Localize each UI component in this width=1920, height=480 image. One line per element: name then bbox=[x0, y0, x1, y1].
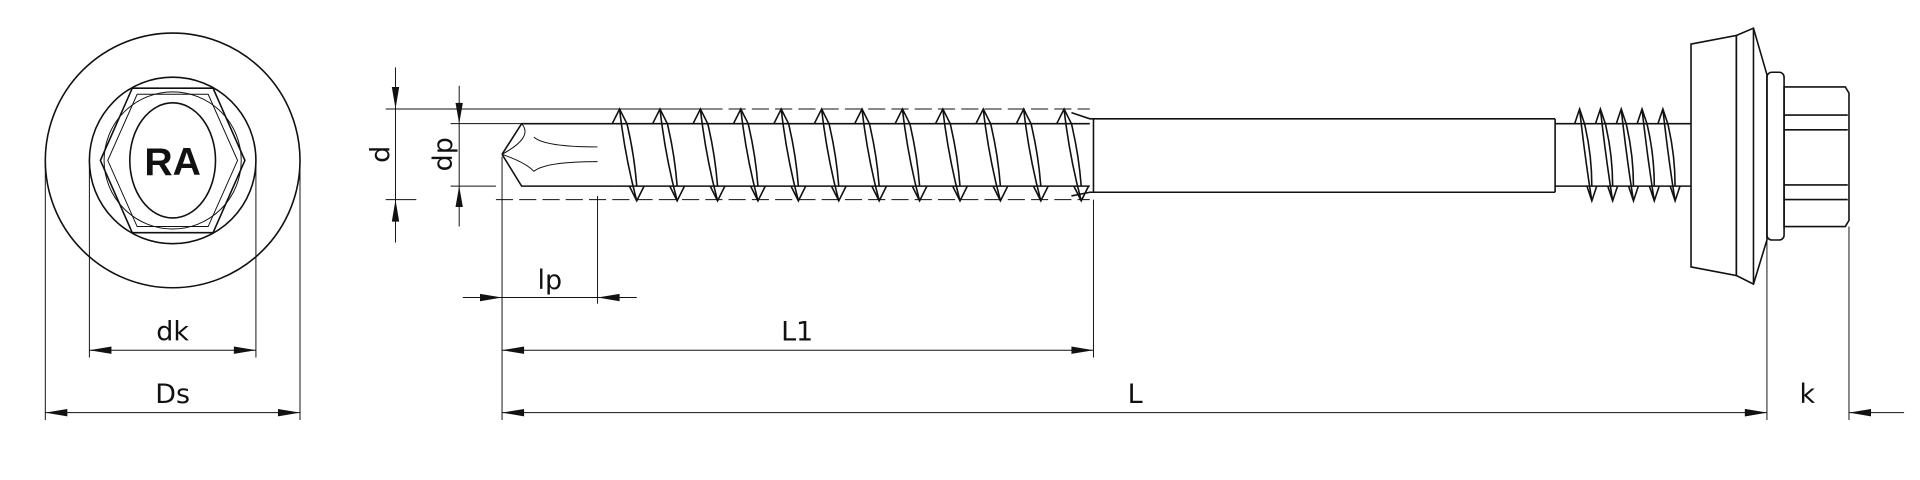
thread-crest bbox=[853, 107, 888, 203]
thread-crest bbox=[773, 107, 807, 203]
thread-crest bbox=[692, 107, 726, 203]
thread-crest bbox=[813, 107, 847, 203]
head-top-circle bbox=[129, 102, 217, 219]
thread-crest bbox=[1573, 106, 1598, 204]
hex-bearing-circle bbox=[103, 91, 242, 230]
lp-label: lp bbox=[538, 265, 563, 296]
thread-crest bbox=[732, 107, 767, 203]
k-label: k bbox=[1800, 379, 1816, 410]
tip-threads bbox=[611, 107, 1090, 203]
thread-crest bbox=[894, 107, 928, 203]
thread-crest bbox=[1056, 107, 1090, 203]
thread-crest bbox=[934, 107, 969, 203]
thread-crest bbox=[975, 107, 1009, 203]
hex-outline bbox=[99, 87, 246, 234]
d-label: d bbox=[365, 146, 396, 163]
head-threads bbox=[1573, 106, 1681, 204]
thread-crest bbox=[611, 107, 645, 203]
top-view: RA dk Ds bbox=[44, 32, 301, 420]
thread-crest bbox=[651, 107, 686, 203]
thread-crest bbox=[1615, 106, 1640, 204]
washer-seal bbox=[1690, 34, 1738, 277]
l1-label: L1 bbox=[781, 316, 813, 347]
shank bbox=[1071, 111, 1556, 197]
dp-label: dp bbox=[428, 137, 459, 171]
head-marking: RA bbox=[144, 141, 201, 184]
thread-crest bbox=[1636, 106, 1660, 204]
thread-crest bbox=[1594, 106, 1619, 204]
head-flange bbox=[1766, 71, 1785, 241]
dk-label: dk bbox=[156, 316, 189, 347]
drill-point bbox=[501, 122, 616, 187]
hex-head bbox=[1783, 86, 1850, 228]
l-label: L bbox=[1128, 379, 1143, 410]
thread-crest bbox=[1015, 107, 1049, 203]
side-view: d dp lp L1 L k bbox=[365, 27, 1905, 420]
hex-inner bbox=[107, 93, 239, 228]
thread-crest bbox=[1657, 106, 1681, 204]
washer-metal bbox=[1735, 27, 1768, 286]
ds-label: Ds bbox=[155, 379, 190, 410]
